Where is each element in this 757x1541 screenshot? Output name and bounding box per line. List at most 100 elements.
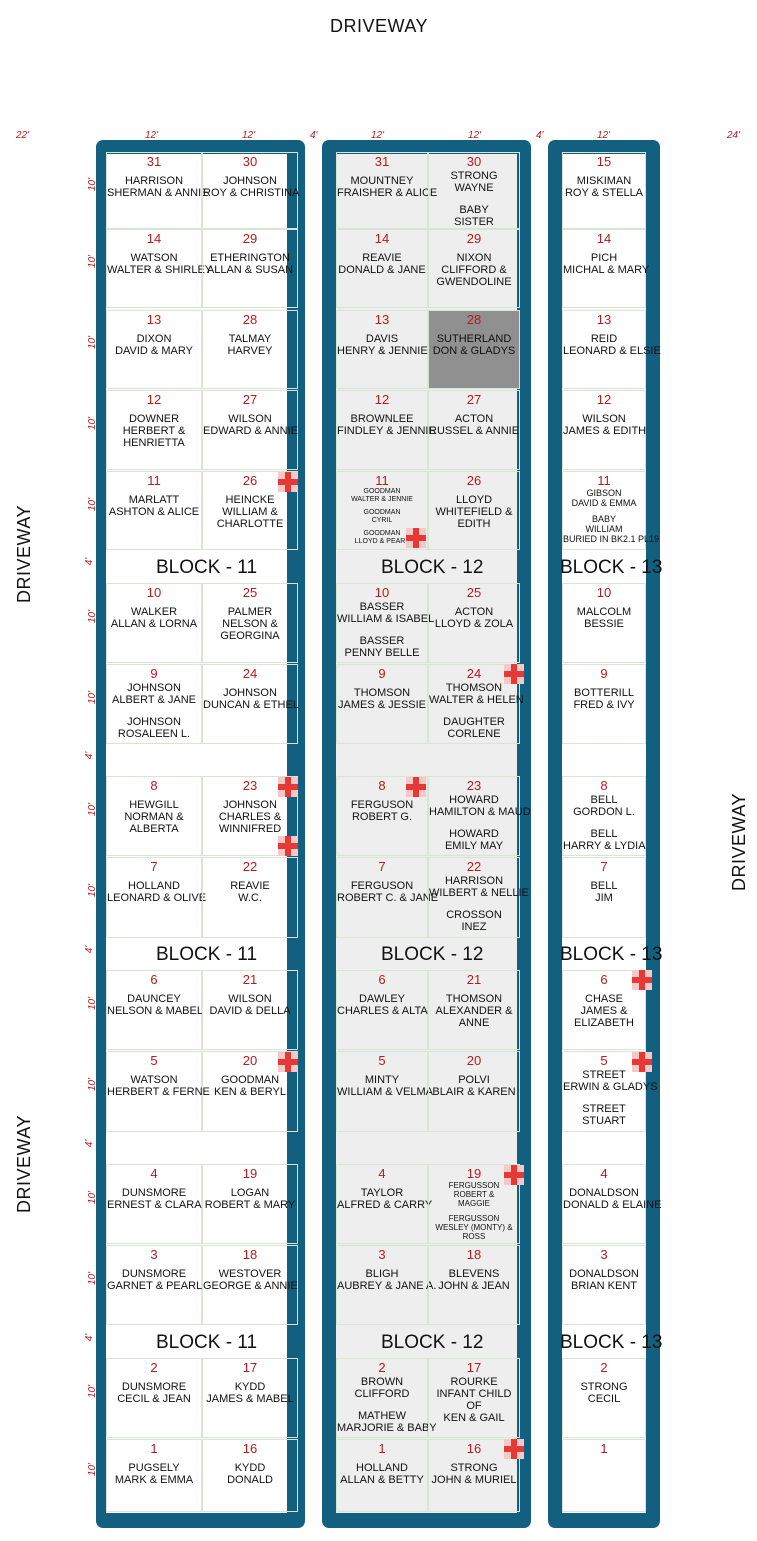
- plot-number: 17: [242, 1360, 258, 1375]
- plot-name-line: CYRIL: [371, 517, 393, 524]
- plot-name-line: STREET: [582, 1103, 626, 1115]
- plot-name-line: DONALD & ELAINE: [563, 1199, 662, 1211]
- plot-number: 8: [378, 778, 386, 793]
- plot-name-line: CHARLES & ALTA: [337, 1005, 428, 1017]
- plot-name-line: ALBERTA: [129, 823, 179, 835]
- plot-name-line: HOLLAND: [128, 880, 180, 892]
- plot-name-line: WINNIFRED: [218, 823, 282, 835]
- block-12-label-2: BLOCK - 12: [381, 944, 484, 965]
- plot-name-line: TALMAY: [228, 333, 272, 345]
- plot-name-line: BLIGH: [365, 1268, 399, 1280]
- width-dim-b11-a: 12': [145, 130, 159, 141]
- block-13-inner: [562, 154, 646, 1513]
- plot-name-line: JAMES & EDITH: [563, 425, 647, 437]
- plot-name-line: HOWARD: [449, 828, 499, 840]
- plot-number: 9: [378, 666, 386, 681]
- plot-number: 16: [242, 1441, 258, 1456]
- width-dim-b12-b: 12': [468, 130, 482, 141]
- plot-name-line: ROY & CHRISTINA: [203, 187, 300, 199]
- line-gap: [337, 625, 427, 635]
- plot-name-line: KYDD: [234, 1381, 266, 1393]
- red-cross-marker-icon: [504, 1439, 524, 1459]
- plot-name-line: MARK & EMMA: [114, 1474, 194, 1486]
- plot-name-line: FERGUSSON: [448, 1214, 500, 1223]
- plot-name-line: GIBSON: [586, 488, 622, 498]
- plot-name-line: ELIZABETH: [574, 1017, 634, 1029]
- plot-number: 22: [242, 859, 258, 874]
- plot-number: 25: [242, 585, 258, 600]
- plot-name-line: MATHEW: [357, 1410, 407, 1422]
- plot-name-line: HOLLAND: [356, 1462, 408, 1474]
- plot-name-line: STUART: [582, 1115, 626, 1127]
- row-dimension: 4': [84, 751, 96, 760]
- plot-name-line: AUBREY & JANE A.: [337, 1280, 437, 1292]
- plot-number: 17: [466, 1360, 482, 1375]
- plot-name-line: HENRIETTA: [123, 437, 185, 449]
- plot-name-line: DAVID & EMMA: [571, 498, 637, 508]
- plot-name-line: JOHNSON: [223, 687, 277, 699]
- plot-name-line: WATSON: [130, 1074, 178, 1086]
- plot-name-line: DUNCAN & ETHEL: [203, 699, 299, 711]
- plot-name-line: LLOYD: [455, 494, 493, 506]
- plot-name-line: WILLIAM & VELMA: [337, 1086, 433, 1098]
- plot-number: 31: [146, 154, 162, 169]
- plot-name-line: ROY & STELLA: [564, 187, 644, 199]
- plot-number: 18: [466, 1247, 482, 1262]
- plot-name-line: RUSSEL & ANNIE: [429, 425, 520, 437]
- plot-name-line: W.C.: [238, 892, 262, 904]
- plot-name-line: ROBERT & MARY: [204, 1199, 296, 1211]
- plot-number: 27: [466, 392, 482, 407]
- plot-number: 4: [600, 1166, 608, 1181]
- plot-name-line: DUNSMORE: [121, 1268, 187, 1280]
- plot-name-line: FERGUSON: [350, 880, 414, 892]
- plot-name-line: LLOYD & PEARL: [354, 538, 410, 545]
- plot-name-line: DAWLEY: [358, 993, 406, 1005]
- plot-name-line: ALLAN & LORNA: [110, 618, 198, 630]
- plot-number: 24: [466, 666, 482, 681]
- plot-number: 4: [378, 1166, 386, 1181]
- plot-name-line: JOHNSON: [127, 682, 181, 694]
- plot-name-line: WHITEFIELD &: [435, 506, 513, 518]
- plot-name-line: WILBERT & NELLIE: [429, 887, 529, 899]
- plot-name-line: HEWGILL: [129, 799, 179, 811]
- plot-name-line: CHASE: [585, 993, 623, 1005]
- plot-name-line: BROWN: [360, 1376, 404, 1388]
- width-dim-outer-right: 24': [727, 130, 741, 141]
- plot-name-line: KYDD: [234, 1462, 266, 1474]
- plot-name-line: SISTER: [454, 216, 494, 228]
- plot-name-line: GWENDOLINE: [436, 276, 512, 288]
